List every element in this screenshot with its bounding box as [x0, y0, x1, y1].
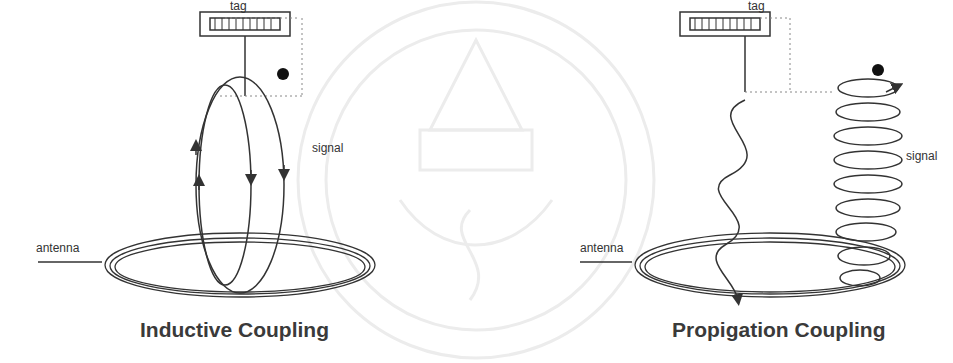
tag-chip	[200, 12, 290, 96]
tag-chip	[680, 12, 770, 92]
antenna-label: antenna	[36, 242, 79, 255]
figure-caption: Inductive Coupling	[140, 318, 329, 341]
antenna-coil	[105, 233, 375, 297]
figure-caption: Propigation Coupling	[672, 318, 885, 341]
signal-label: signal	[312, 142, 343, 155]
tag-label: tag	[230, 0, 247, 13]
field-loops	[196, 77, 284, 293]
signal-label: signal	[906, 150, 937, 163]
antenna-coil	[635, 233, 905, 297]
tag-label: tag	[748, 0, 765, 13]
antenna-label: antenna	[580, 242, 623, 255]
watermark-seal	[298, 2, 654, 358]
signal-helix	[834, 79, 902, 286]
wave-path	[716, 100, 747, 300]
